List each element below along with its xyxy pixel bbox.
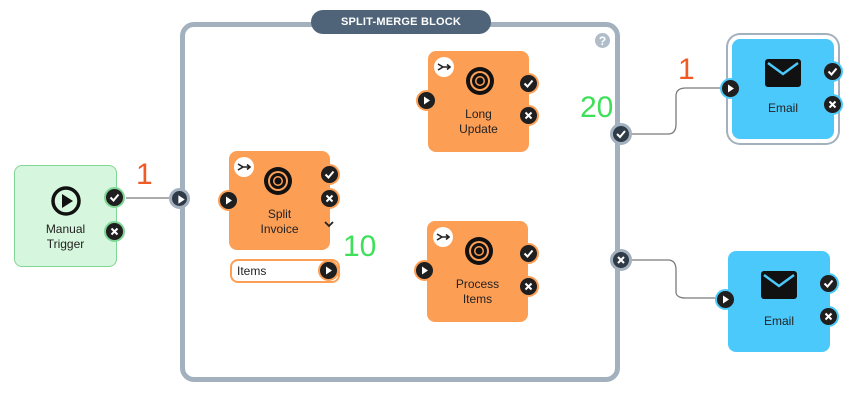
split-icon xyxy=(234,157,254,177)
long-update-input-port[interactable] xyxy=(416,90,437,111)
target-icon xyxy=(264,167,292,195)
play-icon xyxy=(422,266,428,275)
play-icon xyxy=(178,195,185,204)
check-icon xyxy=(823,279,834,288)
block-title: SPLIT-MERGE BLOCK xyxy=(311,10,491,34)
close-icon xyxy=(617,256,625,264)
email-top-fail-port[interactable] xyxy=(822,94,843,115)
close-icon xyxy=(824,312,833,321)
play-icon xyxy=(723,295,729,304)
play-icon xyxy=(226,196,232,205)
close-icon xyxy=(524,282,533,291)
chevron-down-icon[interactable] xyxy=(322,217,336,231)
email-top-node[interactable]: Email xyxy=(732,39,834,139)
target-icon xyxy=(465,237,493,265)
target-icon xyxy=(466,67,494,95)
envelope-icon xyxy=(761,271,797,299)
close-icon xyxy=(828,100,837,109)
process-items-node[interactable]: Process Items xyxy=(427,221,528,322)
email-bottom-success-port[interactable] xyxy=(818,273,839,294)
play-icon xyxy=(728,84,734,93)
split-merge-block xyxy=(180,22,620,382)
check-icon xyxy=(324,170,335,179)
split-icon xyxy=(433,227,453,247)
merge-fail-port[interactable] xyxy=(610,249,632,271)
split-invoice-success-port[interactable] xyxy=(319,164,340,185)
envelope-icon xyxy=(765,59,801,87)
play-icon xyxy=(326,266,332,275)
items-output-count: 10 xyxy=(343,230,377,263)
close-icon xyxy=(325,194,334,203)
long-update-node[interactable]: Long Update xyxy=(428,51,529,152)
trigger-fail-port[interactable] xyxy=(104,221,125,242)
node-label: Trigger xyxy=(46,237,85,251)
node-label: Email xyxy=(763,314,794,328)
close-icon xyxy=(524,111,533,120)
process-items-success-port[interactable] xyxy=(518,243,539,264)
node-label: Email xyxy=(767,101,798,115)
play-icon xyxy=(51,186,81,216)
manual-trigger-node[interactable]: Manual Trigger xyxy=(14,165,117,267)
wire-merge-to-email-top xyxy=(632,87,720,135)
email-top-count: 1 xyxy=(678,53,695,86)
check-icon xyxy=(523,249,534,258)
node-label: Manual xyxy=(45,222,86,236)
node-label: Split xyxy=(267,207,292,221)
check-icon xyxy=(616,130,626,139)
merge-success-count: 20 xyxy=(580,91,614,124)
items-output-port[interactable] xyxy=(318,260,339,281)
email-bottom-input-port[interactable] xyxy=(715,289,736,310)
split-icon xyxy=(434,57,454,77)
split-invoice-fail-port[interactable] xyxy=(319,188,340,209)
block-input-port[interactable] xyxy=(169,188,190,209)
email-bottom-fail-port[interactable] xyxy=(818,306,839,327)
email-top-input-port[interactable] xyxy=(720,78,741,99)
trigger-success-port[interactable] xyxy=(104,187,125,208)
play-icon xyxy=(424,96,430,105)
wire-fail-to-email-bottom xyxy=(632,259,716,299)
long-update-fail-port[interactable] xyxy=(518,105,539,126)
check-icon xyxy=(827,67,838,76)
node-label: Items xyxy=(462,292,493,306)
email-top-success-port[interactable] xyxy=(822,61,843,82)
long-update-success-port[interactable] xyxy=(518,73,539,94)
process-items-input-port[interactable] xyxy=(414,260,435,281)
node-label: Update xyxy=(459,122,498,136)
trigger-success-count: 1 xyxy=(136,158,153,191)
email-bottom-node[interactable]: Email xyxy=(728,251,830,352)
close-icon xyxy=(110,227,119,236)
check-icon xyxy=(523,79,534,88)
split-invoice-node[interactable]: Split Invoice xyxy=(229,151,330,250)
check-icon xyxy=(109,193,120,202)
node-label: Process xyxy=(455,277,500,291)
node-label: Invoice xyxy=(260,222,299,236)
split-invoice-input-port[interactable] xyxy=(218,190,239,211)
help-icon[interactable]: ? xyxy=(595,33,610,48)
node-label: Long xyxy=(465,107,492,121)
merge-success-port[interactable] xyxy=(610,123,632,145)
process-items-fail-port[interactable] xyxy=(518,276,539,297)
